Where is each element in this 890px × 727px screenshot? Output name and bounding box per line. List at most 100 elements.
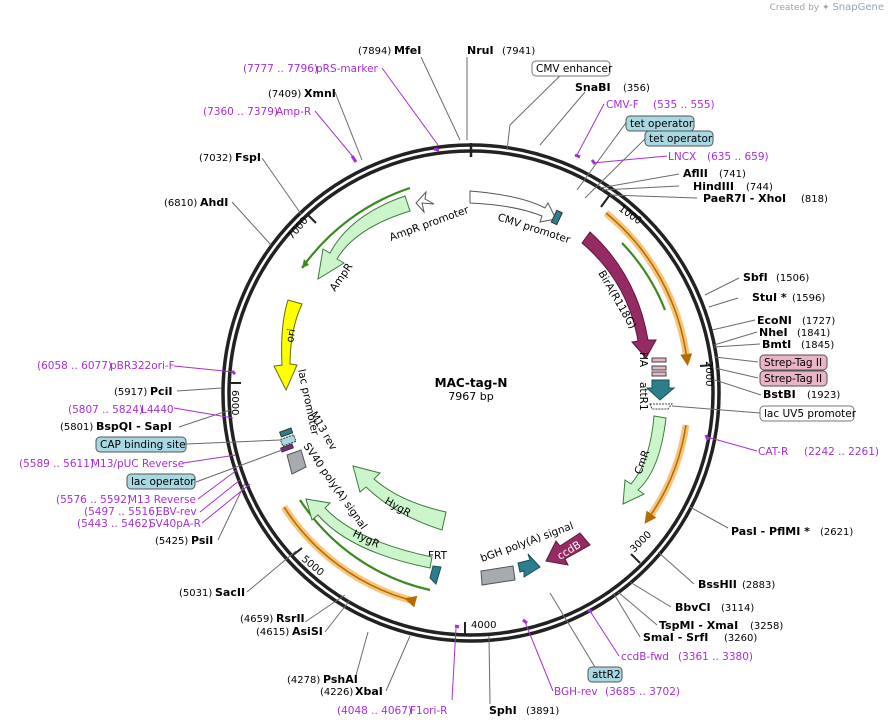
primer-name-bgh-rev: BGH-rev (554, 686, 598, 698)
ccdb-arrow (545, 532, 591, 566)
enzyme-name-tspmi: TspMI - XmaI (659, 619, 738, 632)
enzyme-pos-nrui: (7941) (502, 46, 535, 57)
ampr-arrow (317, 195, 411, 281)
attr2-label: attR2 (592, 669, 621, 681)
enzyme-name-bspqi: BspQI - SapI (96, 420, 172, 433)
green-track-bira (621, 242, 667, 311)
enzyme-name-snabi: SnaBI (575, 81, 611, 94)
enzyme-name-econi: EcoNI (757, 314, 792, 327)
ampr-promoter-arrow (415, 190, 435, 214)
enzyme-name-sacii: SacII (215, 586, 245, 599)
primer-leaders (173, 67, 758, 701)
enzyme-pos-sbfi: (1506) (776, 273, 809, 284)
credit-brand: SnapGene (832, 2, 884, 13)
boxed-labels: CMV enhancer tet operator tet operator S… (95, 60, 857, 683)
enzyme-name-hindiii: HindIII (693, 180, 734, 193)
snapgene-logo-icon: ✦ (822, 3, 830, 13)
strep-tag-label-1: Strep-Tag II (764, 357, 822, 369)
primer-range-amp-r: (7360 .. 7379) (203, 106, 278, 118)
enzyme-pos-hindiii: (744) (746, 182, 773, 193)
enzyme-pos-pshai: (4278) (287, 675, 320, 686)
enzyme-pos-snabi: (356) (623, 83, 650, 94)
cmv-promoter-arrow (469, 190, 557, 223)
enzyme-pos-psii: (5425) (155, 536, 188, 547)
enzyme-pos-xmni: (7409) (268, 89, 301, 100)
primer-name-m13-rev: M13 Reverse (128, 494, 196, 506)
primer-name-sv40pa-r: SV40pA-R (149, 518, 201, 530)
primer-range-m13-puc: (5589 .. 5611) (19, 458, 94, 470)
enzyme-name-xbai: XbaI (355, 685, 383, 698)
enzyme-name-nhei: NheI (759, 326, 788, 339)
enzyme-pos-rsrii: (4659) (240, 614, 273, 625)
cap-binding-mark (279, 434, 297, 447)
lac-uv5-mark (649, 403, 674, 410)
bira-arrow (581, 231, 657, 359)
enzyme-pos-asisi: (4615) (256, 627, 289, 638)
primer-range-m13-rev: (5576 .. 5592) (56, 494, 131, 506)
strep-tag-1-mark (651, 365, 667, 371)
enzyme-name-xmni: XmnI (304, 87, 336, 100)
green-track-ampr (301, 186, 411, 269)
primer-name-l4440: L4440 (141, 404, 174, 416)
enzyme-pos-bspqi: (5801) (60, 422, 93, 433)
enzyme-name-pcii: PciI (150, 385, 172, 398)
enzyme-name-aflii: AflII (683, 167, 708, 180)
enzyme-pos-pasi: (2621) (820, 527, 853, 538)
enzyme-name-bsshii: BssHII (698, 578, 737, 591)
primer-name-f1ori-r: F1ori-R (410, 705, 447, 717)
ori-arrow (273, 299, 303, 392)
enzyme-name-paer7i: PaeR7I - XhoI (703, 192, 786, 205)
enzyme-labels: (7894) MfeI NruI (7941) SnaBI (356) AflI… (60, 44, 853, 717)
enzyme-name-pshai: PshAI (323, 673, 358, 686)
enzyme-name-stui: StuI * (752, 291, 787, 304)
enzyme-pos-econi: (1727) (802, 316, 835, 327)
enzyme-pos-xbai: (4226) (320, 687, 353, 698)
attr2-mark (480, 565, 516, 586)
lac-promoter-label: lac promoter (295, 368, 321, 437)
enzyme-pos-sphi: (3891) (526, 706, 559, 717)
attr1-arrow (645, 379, 676, 401)
ha-tag (651, 357, 667, 363)
hygr-inner-arrow (352, 465, 447, 531)
enzyme-pos-mfei: (7894) (358, 46, 391, 57)
leader-lines (176, 56, 762, 705)
credit-text: Created by (769, 3, 820, 13)
strep-tag-2-mark (651, 371, 667, 377)
enzyme-name-smai: SmaI - SrfI (643, 631, 708, 644)
enzyme-name-mfei: MfeI (394, 44, 421, 57)
enzyme-pos-fspi: (7032) (199, 153, 232, 164)
enzyme-name-psii: PsiI (191, 534, 213, 547)
orf-tracks (281, 186, 693, 608)
tick-7000: 7000 (286, 215, 311, 242)
ori-label: ori (284, 328, 298, 344)
primer-range-bgh-rev: (3685 .. 3702) (605, 686, 680, 698)
enzyme-pos-paer7i: (818) (801, 194, 828, 205)
enzyme-pos-nhei: (1841) (797, 328, 830, 339)
primer-range-cat-r: (2242 .. 2261) (804, 446, 879, 458)
primer-name-amp-r: Amp-R (276, 106, 311, 118)
tick-6000: 6000 (229, 390, 240, 415)
primer-name-m13-puc: M13/pUC Reverse (91, 458, 184, 470)
enzyme-pos-bbvci: (3114) (721, 603, 754, 614)
primer-range-f1ori-r: (4048 .. 4067) (337, 705, 412, 717)
enzyme-name-fspi: FspI (235, 151, 261, 164)
hygr-outer-arrow (305, 498, 433, 569)
enzyme-pos-stui: (1596) (792, 293, 825, 304)
cmr-arrow (622, 415, 667, 505)
enzyme-name-asisi: AsiSI (292, 625, 323, 638)
enzyme-pos-pcii: (5917) (114, 387, 147, 398)
primer-range-ccdb-fwd: (3361 .. 3380) (678, 651, 753, 663)
primer-name-prs-marker: pRS-marker (316, 63, 379, 75)
primer-name-cmv-f: CMV-F (606, 99, 639, 111)
tick-2000: 2000 (703, 361, 714, 386)
bgh-arrow (517, 553, 541, 578)
enzyme-name-pasi: PasI - PflMI * (731, 525, 810, 538)
tet-operator-marker (550, 209, 563, 226)
enzyme-pos-bsshii: (2883) (742, 580, 775, 591)
enzyme-name-ahdi: AhdI (200, 196, 228, 209)
primer-range-l4440: (5807 .. 5824) (68, 404, 143, 416)
primer-range-ebv-rev: (5497 .. 5516) (84, 506, 159, 518)
enzyme-name-bmti: BmtI (762, 338, 791, 351)
enzyme-name-nrui: NruI (467, 44, 494, 57)
ha-label: HA (637, 352, 649, 368)
